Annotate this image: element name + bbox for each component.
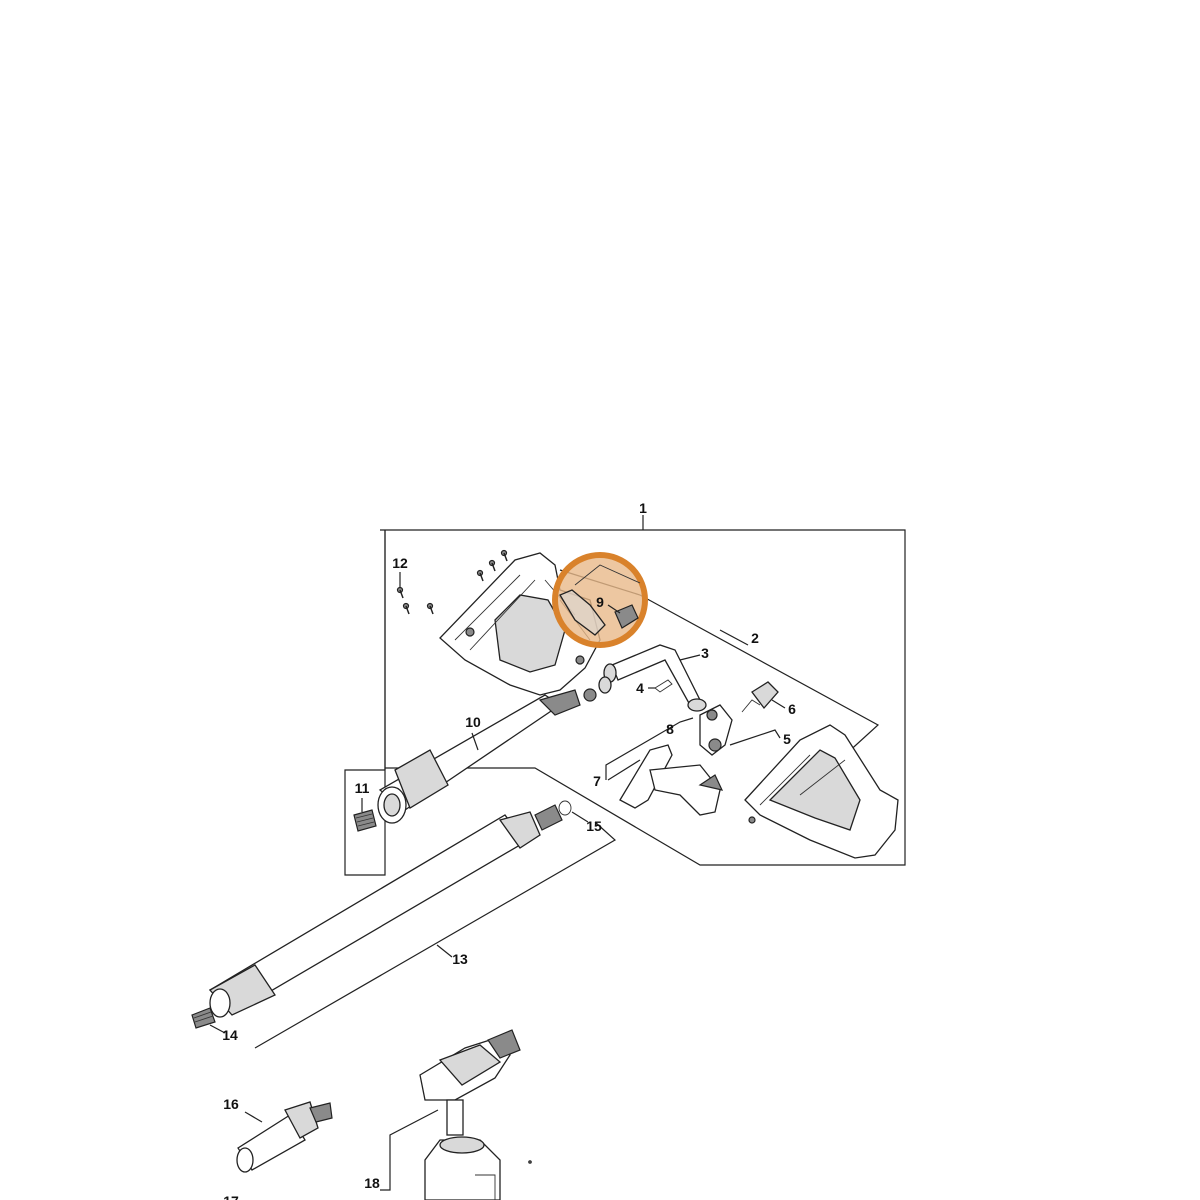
callout-9[interactable]: 9 [596,594,604,610]
o-ring-15[interactable] [571,811,589,823]
callout-2[interactable]: 2 [751,630,759,646]
callout-4[interactable]: 4 [636,680,644,696]
valve-tube-3[interactable] [603,644,707,712]
clip-4[interactable] [648,679,673,693]
callout-10[interactable]: 10 [465,714,481,730]
callout-1[interactable]: 1 [639,500,647,516]
highlight-part-9[interactable] [552,552,648,648]
callout-6[interactable]: 6 [788,701,796,717]
nozzle-16[interactable] [236,1101,333,1173]
screws-12[interactable] [396,549,508,615]
valve-body-5[interactable] [699,704,781,756]
callout-12[interactable]: 12 [392,555,408,571]
trigger-7[interactable] [605,717,724,816]
callout-17[interactable]: 17 [223,1193,239,1200]
callout-15[interactable]: 15 [586,818,602,834]
handle-shell-right[interactable] [744,724,899,859]
callout-3[interactable]: 3 [701,645,709,661]
lock-button-6[interactable] [741,681,786,713]
callout-8[interactable]: 8 [666,721,674,737]
callout-18[interactable]: 18 [364,1175,380,1191]
callout-13[interactable]: 13 [452,951,468,967]
callout-7[interactable]: 7 [593,773,601,789]
callout-11[interactable]: 11 [355,780,370,796]
callout-14[interactable]: 14 [222,1027,238,1043]
spring-11[interactable] [353,798,377,832]
spring-14[interactable] [191,1007,226,1034]
handle-shell-left[interactable] [439,552,601,696]
callout-5[interactable]: 5 [783,731,791,747]
foam-bottle-18[interactable] [380,1029,532,1200]
lance-tube-13[interactable] [208,800,617,1049]
callout-16[interactable]: 16 [223,1096,239,1112]
tube-10[interactable] [377,676,612,824]
